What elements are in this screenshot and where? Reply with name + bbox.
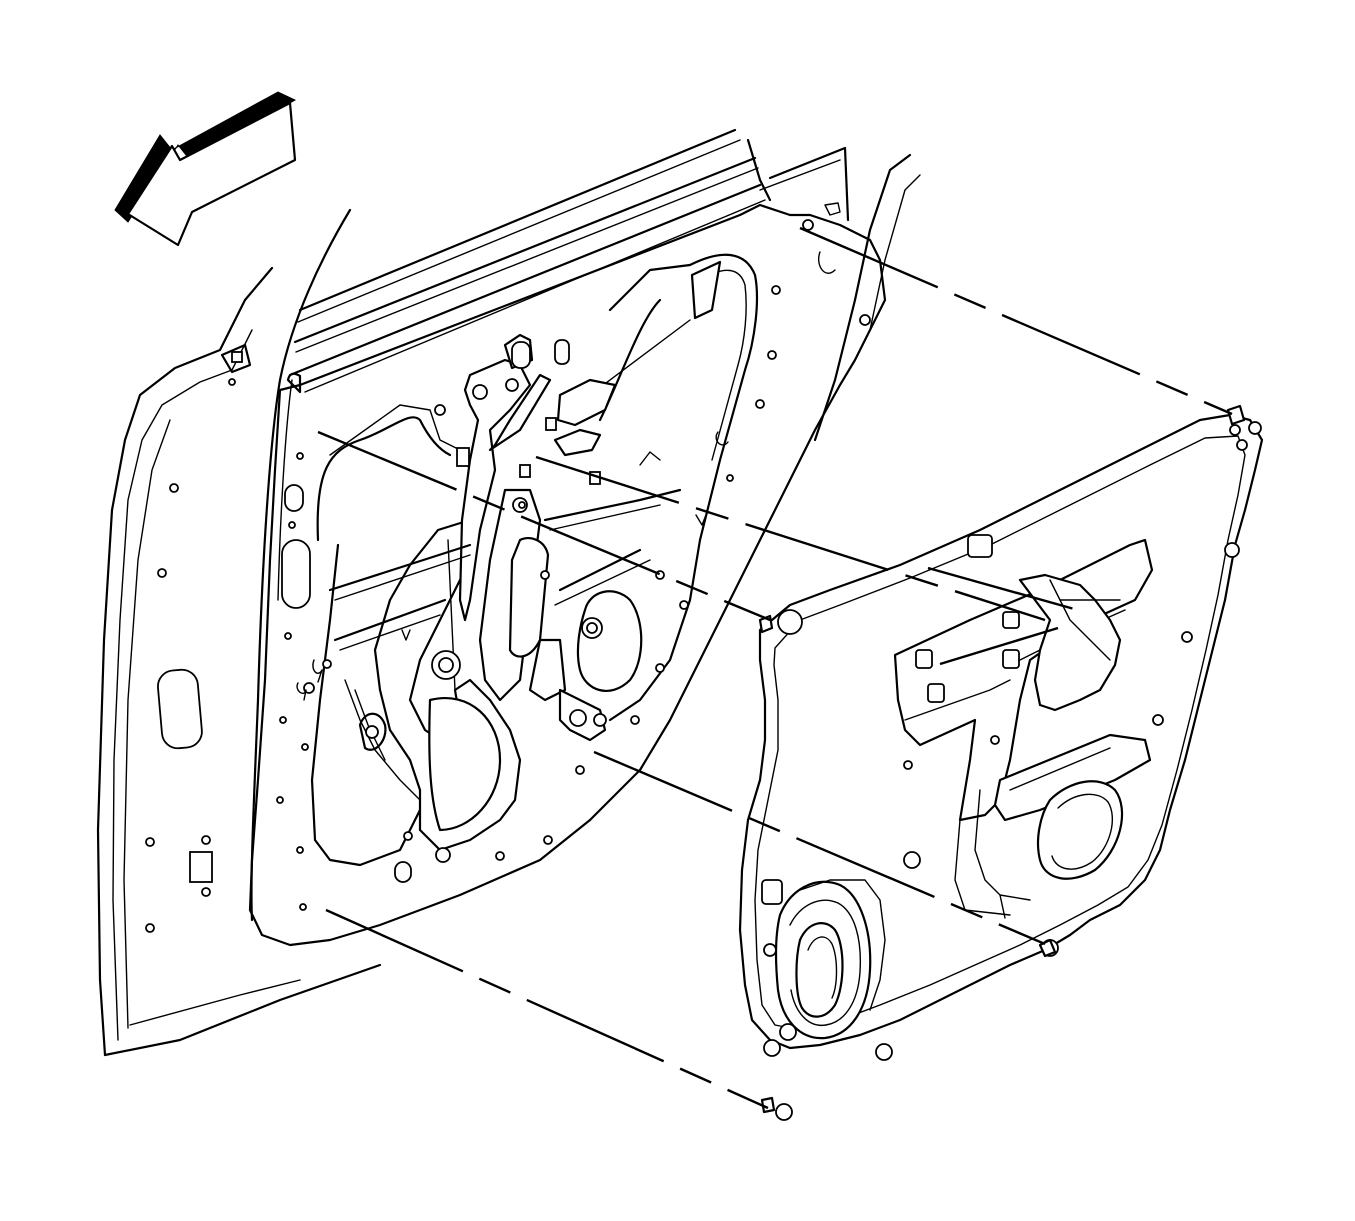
door-trim-panel <box>738 404 1264 1121</box>
door-inner-frame <box>96 128 921 1057</box>
forward-direction-arrow-icon <box>114 91 297 247</box>
alignment-leader-lines <box>317 226 1233 1110</box>
